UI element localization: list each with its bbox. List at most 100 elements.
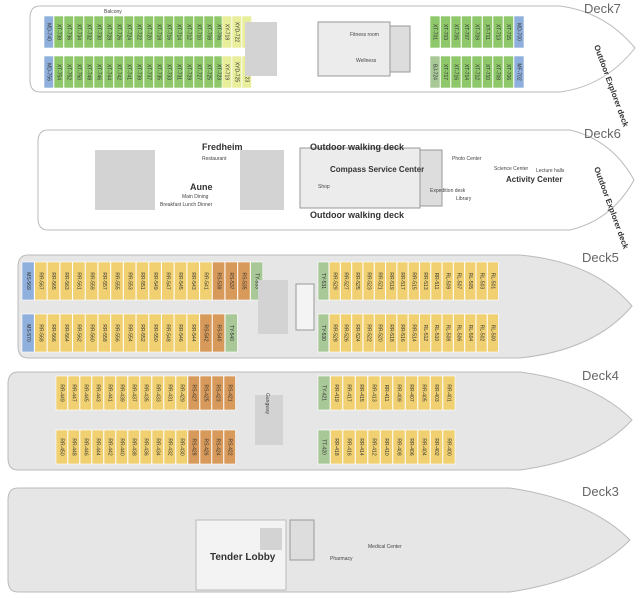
- cabin-block[interactable]: [193, 55, 204, 89]
- cabin-block[interactable]: [163, 375, 176, 411]
- cabin-block[interactable]: [53, 55, 64, 89]
- cabin-block[interactable]: [143, 15, 154, 49]
- cabin-block[interactable]: [429, 15, 441, 49]
- cabin-block[interactable]: [211, 375, 224, 411]
- cabin-block[interactable]: [223, 429, 236, 465]
- cabin-block[interactable]: [73, 55, 84, 89]
- cabin-block[interactable]: [482, 55, 493, 89]
- cabin-block[interactable]: [440, 15, 451, 49]
- cabin-block[interactable]: [161, 313, 175, 353]
- cabin-block[interactable]: [93, 15, 104, 49]
- cabin-block[interactable]: [374, 313, 386, 353]
- cabin-block[interactable]: [67, 375, 80, 411]
- cabin-block[interactable]: [67, 429, 80, 465]
- cabin-block[interactable]: [408, 313, 420, 353]
- cabin-block[interactable]: [417, 375, 431, 411]
- cabin-block[interactable]: [212, 313, 225, 353]
- cabin-block[interactable]: [351, 313, 363, 353]
- cabin-block[interactable]: [143, 55, 154, 89]
- cabin-block[interactable]: [174, 313, 187, 353]
- cabin-block[interactable]: [417, 429, 431, 465]
- cabin-block[interactable]: [163, 15, 174, 49]
- cabin-block[interactable]: [133, 55, 144, 89]
- cabin-block[interactable]: [224, 261, 238, 301]
- cabin-block[interactable]: [174, 261, 187, 301]
- cabin-block[interactable]: [461, 55, 472, 89]
- cabin-block[interactable]: [430, 313, 443, 353]
- cabin-block[interactable]: [193, 15, 204, 49]
- cabin-block[interactable]: [405, 429, 418, 465]
- cabin-block[interactable]: [115, 429, 128, 465]
- cabin-block[interactable]: [367, 375, 381, 411]
- cabin-block[interactable]: [441, 313, 454, 353]
- cabin-block[interactable]: [442, 429, 456, 465]
- cabin-block[interactable]: [123, 55, 134, 89]
- cabin-block[interactable]: [186, 261, 200, 301]
- cabin-block[interactable]: [91, 375, 104, 411]
- cabin-block[interactable]: [153, 55, 164, 89]
- cabin-block[interactable]: [91, 429, 104, 465]
- cabin-block[interactable]: [380, 429, 393, 465]
- cabin-block[interactable]: [430, 261, 443, 301]
- cabin-block[interactable]: [328, 313, 341, 353]
- cabin-block[interactable]: [43, 15, 54, 49]
- cabin-block[interactable]: [139, 429, 152, 465]
- cabin-block[interactable]: [492, 55, 504, 89]
- cabin-block[interactable]: [475, 261, 488, 301]
- cabin-block[interactable]: [63, 55, 74, 89]
- cabin-block[interactable]: [223, 375, 236, 411]
- cabin-block[interactable]: [199, 261, 213, 301]
- cabin-block[interactable]: [73, 15, 84, 49]
- cabin-block[interactable]: [93, 55, 104, 89]
- cabin-block[interactable]: [139, 375, 152, 411]
- cabin-block[interactable]: [317, 261, 330, 301]
- cabin-block[interactable]: [221, 15, 232, 49]
- cabin-block[interactable]: [317, 429, 331, 465]
- cabin-block[interactable]: [450, 15, 462, 49]
- cabin-block[interactable]: [136, 313, 149, 353]
- cabin-block[interactable]: [79, 429, 92, 465]
- cabin-block[interactable]: [317, 375, 331, 411]
- cabin-block[interactable]: [72, 313, 86, 353]
- cabin-block[interactable]: [464, 261, 476, 301]
- cabin-block[interactable]: [151, 429, 164, 465]
- cabin-block[interactable]: [362, 313, 375, 353]
- cabin-block[interactable]: [340, 313, 352, 353]
- cabin-block[interactable]: [79, 375, 92, 411]
- cabin-block[interactable]: [148, 261, 162, 301]
- cabin-block[interactable]: [231, 15, 242, 49]
- cabin-block[interactable]: [97, 313, 111, 353]
- cabin-block[interactable]: [221, 55, 232, 89]
- cabin-block[interactable]: [113, 15, 124, 49]
- cabin-block[interactable]: [492, 15, 504, 49]
- cabin-block[interactable]: [199, 313, 213, 353]
- cabin-block[interactable]: [85, 261, 98, 301]
- cabin-block[interactable]: [330, 429, 343, 465]
- cabin-block[interactable]: [115, 375, 128, 411]
- cabin-block[interactable]: [453, 261, 465, 301]
- cabin-block[interactable]: [450, 55, 462, 89]
- cabin-block[interactable]: [231, 55, 242, 89]
- cabin-block[interactable]: [113, 55, 124, 89]
- cabin-block[interactable]: [430, 375, 443, 411]
- cabin-block[interactable]: [380, 375, 393, 411]
- cabin-block[interactable]: [47, 261, 60, 301]
- cabin-block[interactable]: [163, 55, 174, 89]
- cabin-block[interactable]: [429, 55, 441, 89]
- cabin-block[interactable]: [59, 313, 73, 353]
- cabin-block[interactable]: [175, 375, 188, 411]
- cabin-block[interactable]: [211, 429, 224, 465]
- cabin-block[interactable]: [183, 15, 194, 49]
- cabin-block[interactable]: [123, 15, 134, 49]
- cabin-block[interactable]: [83, 55, 94, 89]
- cabin-block[interactable]: [127, 375, 140, 411]
- cabin-block[interactable]: [355, 429, 368, 465]
- cabin-block[interactable]: [110, 313, 124, 353]
- cabin-block[interactable]: [330, 375, 343, 411]
- cabin-block[interactable]: [173, 15, 184, 49]
- cabin-block[interactable]: [85, 313, 98, 353]
- cabin-block[interactable]: [475, 313, 488, 353]
- cabin-block[interactable]: [43, 55, 54, 89]
- cabin-block[interactable]: [186, 313, 200, 353]
- cabin-block[interactable]: [203, 15, 214, 49]
